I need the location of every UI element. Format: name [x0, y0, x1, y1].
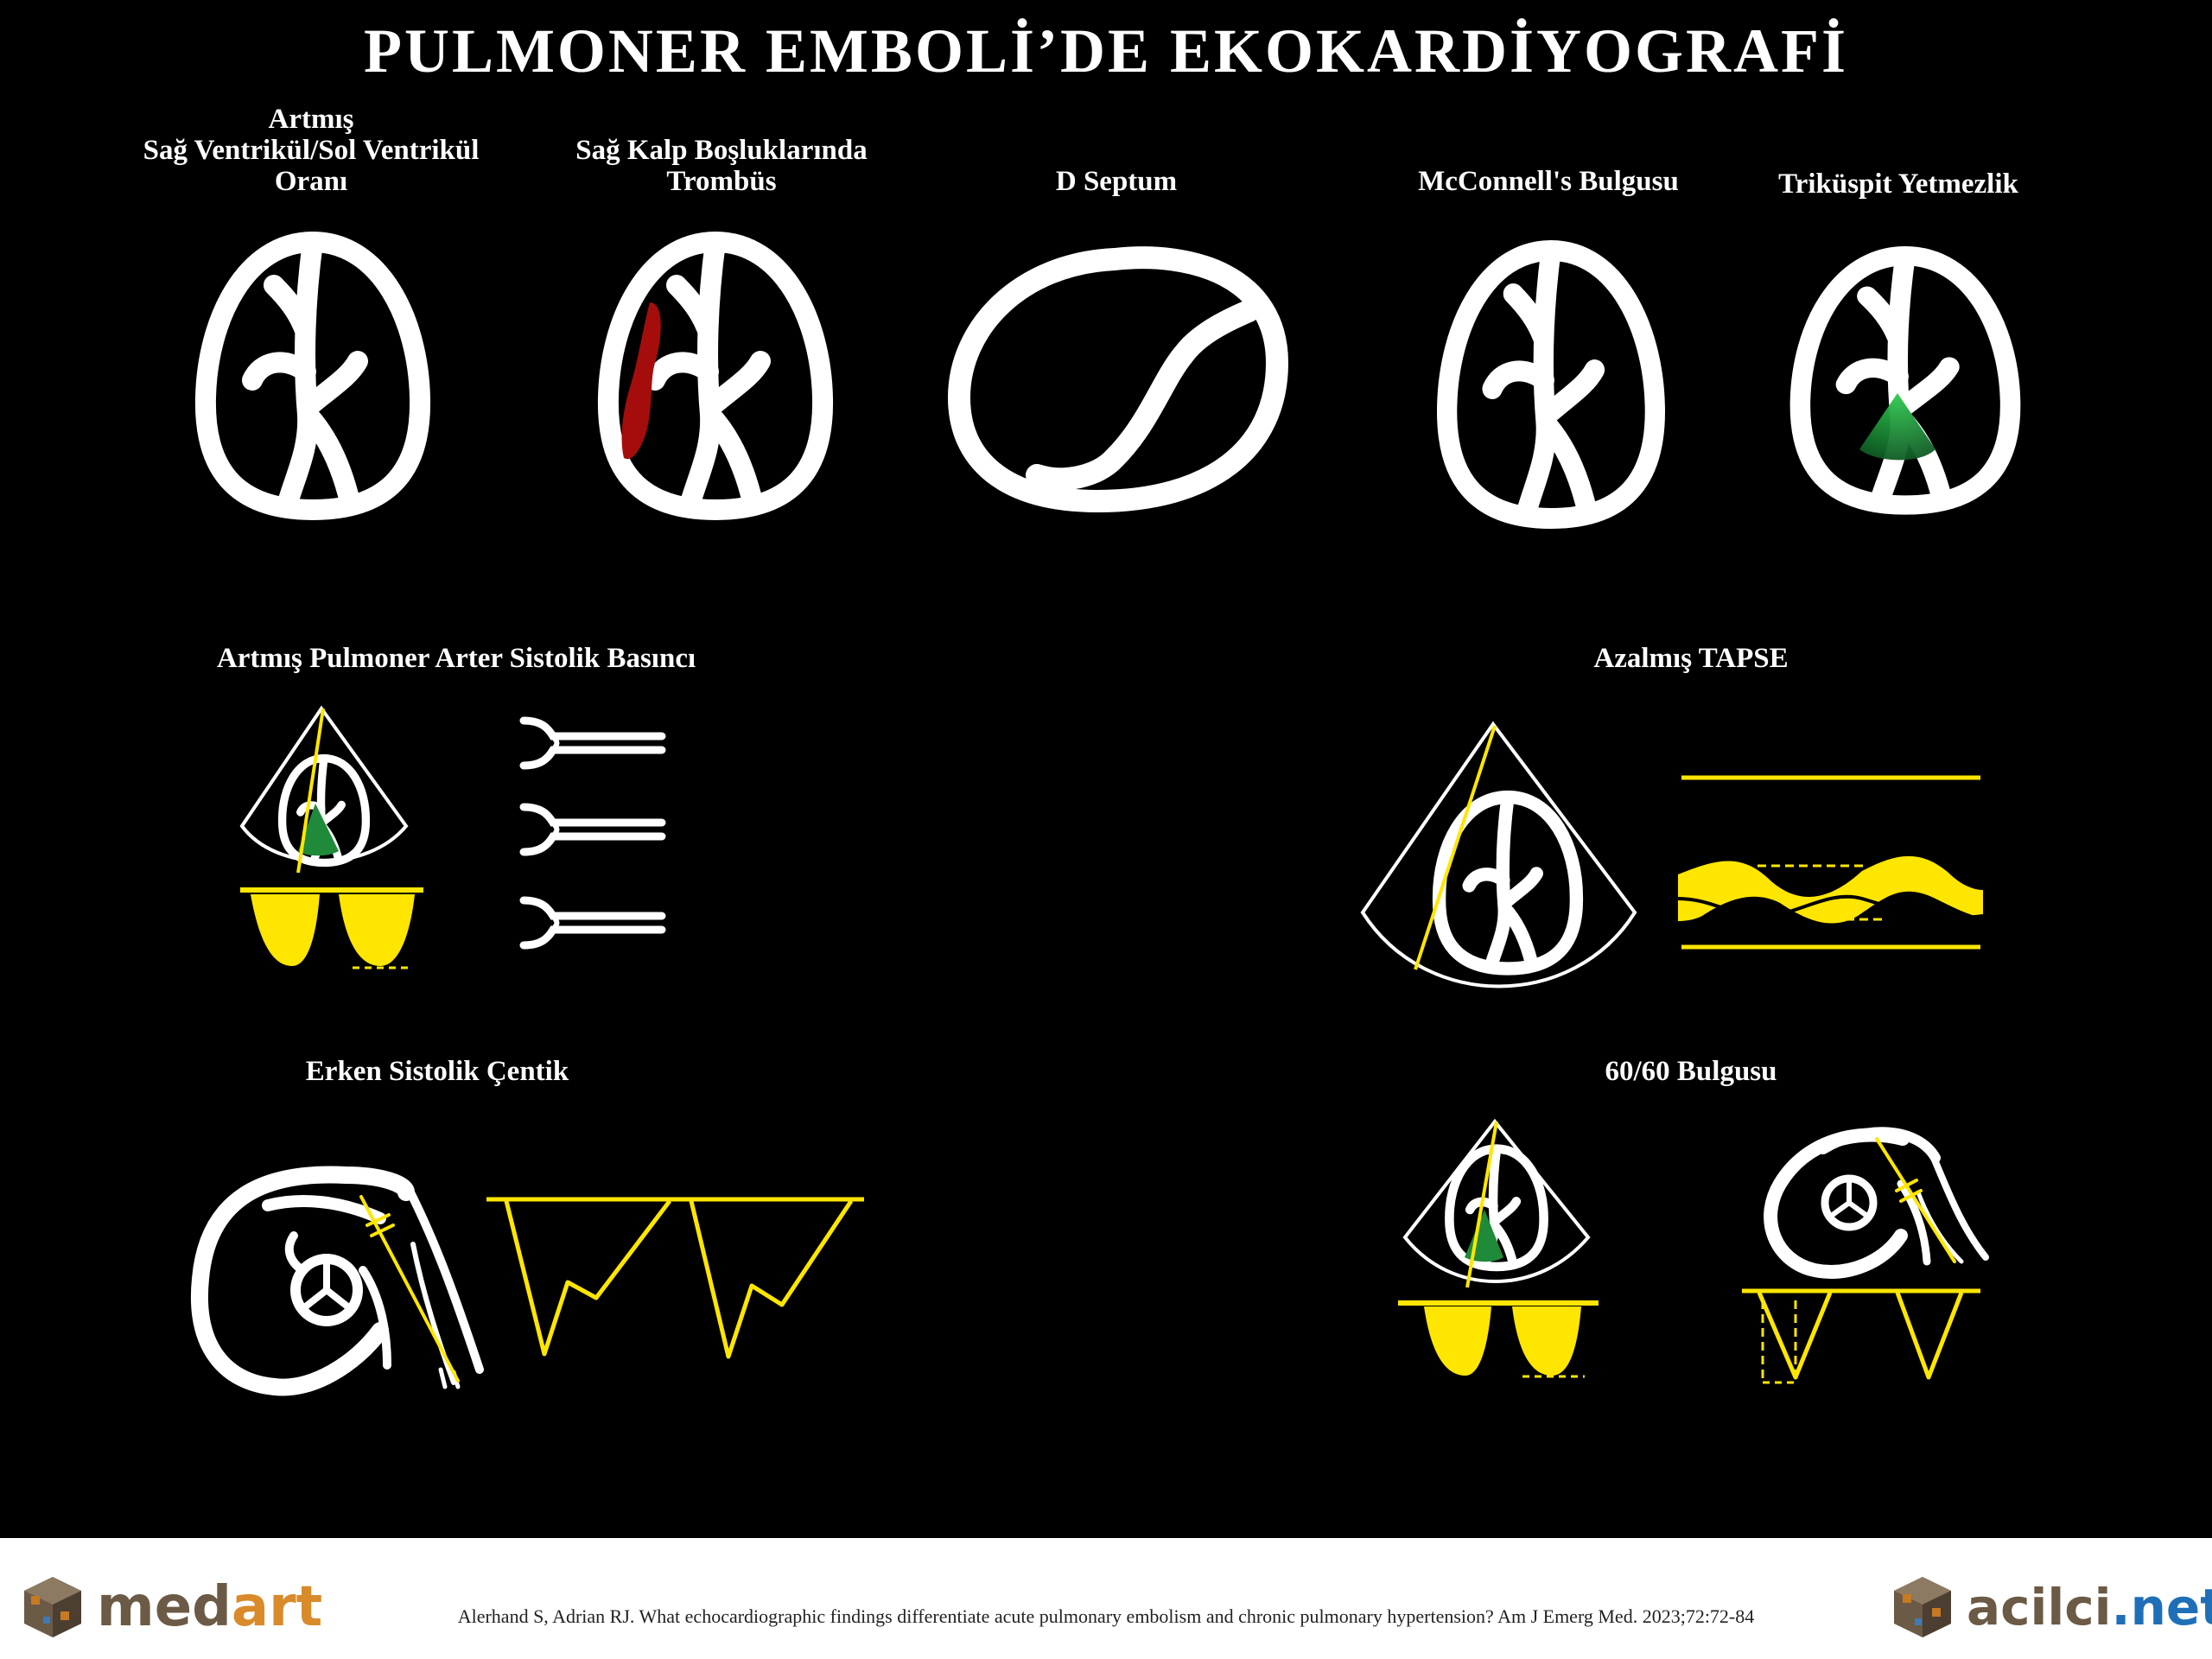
medart-logo-suffix: art [231, 1575, 323, 1639]
tapse-probe-view [1360, 721, 1637, 988]
tricuspid-label: Triküspit Yetmezlik [1778, 168, 2018, 200]
tricuspid-regurgitation-jet [1859, 393, 1936, 461]
rv-lv-ratio-heart [206, 242, 420, 510]
thrombus-mass [621, 302, 661, 460]
rv-lv-ratio-label-line1: Artmış [268, 104, 354, 135]
page-title: PULMONER EMBOLİ’DE EKOKARDİYOGRAFİ [363, 16, 1849, 86]
pasp-probe-view [239, 705, 409, 874]
sixty-parasternal-view [1764, 1127, 1989, 1279]
pasp-doppler-trace [240, 887, 423, 969]
acilci-logo: acilci.net [1889, 1573, 2212, 1642]
thrombus-label-line1: Sağ Kalp Boşluklarında [575, 135, 868, 166]
pasp-label: Artmış Pulmoner Arter Sistolik Basıncı [216, 643, 696, 674]
medart-logo-prefix: med [97, 1575, 232, 1639]
pulmonary-vessel-1 [524, 721, 662, 766]
notch-parasternal-view [190, 1166, 484, 1396]
pulmonary-vessel-3 [524, 900, 662, 945]
acilci-logo-prefix: acilci [1967, 1578, 2112, 1637]
rv-lv-ratio-label-line3: Oranı [274, 166, 348, 197]
tapse-mmode-trace [1677, 775, 1984, 950]
rv-lv-ratio-label-line2: Sağ Ventrikül/Sol Ventrikül [143, 135, 480, 166]
mcconnell-heart [1447, 251, 1656, 518]
footer [0, 1538, 2212, 1659]
sixty-label: 60/60 Bulgusu [1605, 1056, 1777, 1087]
diagram-canvas: PULMONER EMBOLİ’DE EKOKARDİYOGRAFİ Artmı… [143, 0, 2212, 1396]
d-septum-label: D Septum [1055, 166, 1178, 197]
rv-lv-ratio-label: Artmış Sağ Ventrikül/Sol Ventrikül Oranı [143, 104, 480, 197]
acilci-logo-suffix: .net [2111, 1578, 2212, 1637]
sixty-probe-view [1402, 1118, 1591, 1288]
thrombus-label-line2: Trombüs [666, 166, 777, 197]
medart-cube-icon [24, 1577, 81, 1637]
pulmonary-vessel-2 [524, 807, 662, 852]
notch-doppler-trace [486, 1197, 864, 1359]
sixty-pulmonary-trace [1742, 1288, 1980, 1384]
sixty-doppler-trace [1398, 1300, 1599, 1378]
thrombus-label: Sağ Kalp Boşluklarında Trombüs [575, 135, 867, 197]
notch-label: Erken Sistolik Çentik [305, 1056, 569, 1087]
tapse-label: Azalmış TAPSE [1593, 643, 1789, 674]
echo-illustrations [190, 0, 2212, 1396]
d-septum-heart [947, 246, 1289, 513]
mcconnell-label: McConnell's Bulgusu [1418, 166, 1679, 197]
acilci-cube-icon [1894, 1577, 1951, 1637]
citation: Alerhand S, Adrian RJ. What echocardiogr… [457, 1605, 1755, 1627]
tricuspid-heart [1800, 256, 2010, 505]
